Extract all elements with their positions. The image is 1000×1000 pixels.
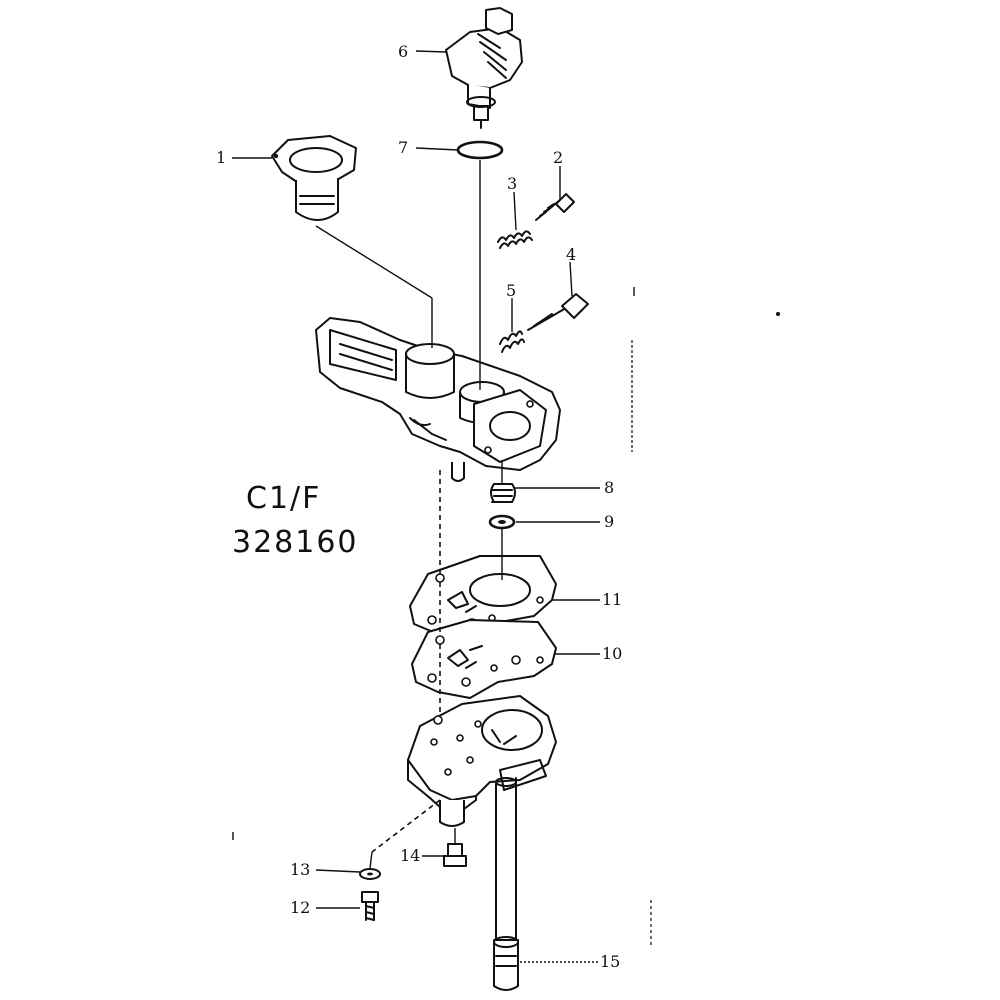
callout-2: 2 xyxy=(553,148,563,167)
mixture-screw xyxy=(527,293,589,331)
washer xyxy=(359,868,381,880)
assembly-lines xyxy=(232,50,600,963)
o-ring xyxy=(456,140,504,160)
check-valve xyxy=(488,514,516,530)
scan-margin-marks xyxy=(232,287,780,945)
callout-9: 9 xyxy=(604,512,614,531)
callout-3: 3 xyxy=(507,174,517,193)
callout-6: 6 xyxy=(398,42,408,61)
callout-numbers: 1 2 3 4 5 6 7 8 9 10 11 12 13 14 15 xyxy=(216,42,622,971)
callout-13: 13 xyxy=(290,860,310,879)
callout-5: 5 xyxy=(506,281,516,300)
carburetor-body xyxy=(315,317,561,482)
callout-7: 7 xyxy=(398,138,408,157)
fuel-pickup-tube xyxy=(493,777,519,991)
fuel-pickup-valve xyxy=(445,7,523,129)
callout-12: 12 xyxy=(290,898,310,917)
fuel-inlet-cup xyxy=(271,135,357,221)
callout-10: 10 xyxy=(602,644,622,663)
screw xyxy=(361,891,379,921)
stamp-line-1: C1/F xyxy=(246,481,321,516)
callout-14: 14 xyxy=(400,846,420,865)
fitting xyxy=(443,843,467,867)
callout-15: 15 xyxy=(600,952,620,971)
pump-diaphragm xyxy=(411,619,557,699)
stamp-line-2: 328160 xyxy=(232,525,359,560)
callout-8: 8 xyxy=(604,478,614,497)
idle-screw-spring xyxy=(497,230,533,249)
spring xyxy=(490,483,516,503)
reference-stamp: C1/F 328160 xyxy=(232,481,359,560)
callout-11: 11 xyxy=(602,590,622,609)
idle-screw xyxy=(535,193,575,221)
pump-cover xyxy=(407,695,557,827)
callout-4: 4 xyxy=(566,245,576,264)
callout-1: 1 xyxy=(216,148,226,167)
mixture-screw-spring xyxy=(499,330,525,353)
